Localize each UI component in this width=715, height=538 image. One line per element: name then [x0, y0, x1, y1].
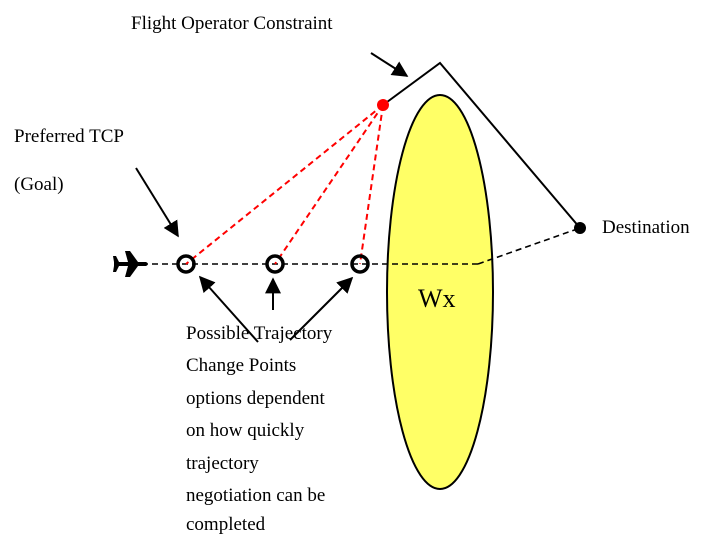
possible-line-2: Change Points	[186, 355, 296, 376]
preferred-tcp-label: Preferred TCP	[14, 126, 124, 147]
possible-line-3: options dependent	[186, 388, 326, 409]
possible-tcp-label: Possible Trajectory Change Points option…	[186, 323, 333, 535]
tcp-point-1	[176, 254, 196, 274]
tcp-arrow-3	[289, 276, 354, 341]
constraint-label: Flight Operator Constraint	[131, 13, 333, 34]
possible-line-1: Possible Trajectory	[186, 323, 333, 344]
destination-point	[574, 222, 586, 234]
weather-cell	[386, 94, 494, 490]
possible-line-7: completed	[186, 514, 266, 535]
tcp-point-3	[350, 254, 370, 274]
option-line-3	[359, 104, 384, 265]
possible-line-4: on how quickly	[186, 420, 305, 441]
possible-line-6: negotiation can be	[186, 485, 325, 506]
option-line-2	[274, 104, 384, 265]
possible-line-5: trajectory	[186, 453, 259, 474]
option-line-1	[185, 104, 384, 265]
tcp-arrow-1	[198, 275, 259, 343]
airplane-icon	[113, 251, 148, 277]
tcp-point-2	[265, 254, 285, 274]
preferred-goal-label: (Goal)	[14, 174, 64, 195]
flight-path-to-destination	[477, 227, 581, 265]
preferred-arrow	[135, 167, 179, 238]
weather-label: Wx	[418, 284, 456, 313]
constraint-point	[377, 99, 389, 111]
operator-constraint-route	[382, 61, 581, 229]
destination-label: Destination	[602, 217, 690, 238]
constraint-arrow	[370, 52, 409, 77]
